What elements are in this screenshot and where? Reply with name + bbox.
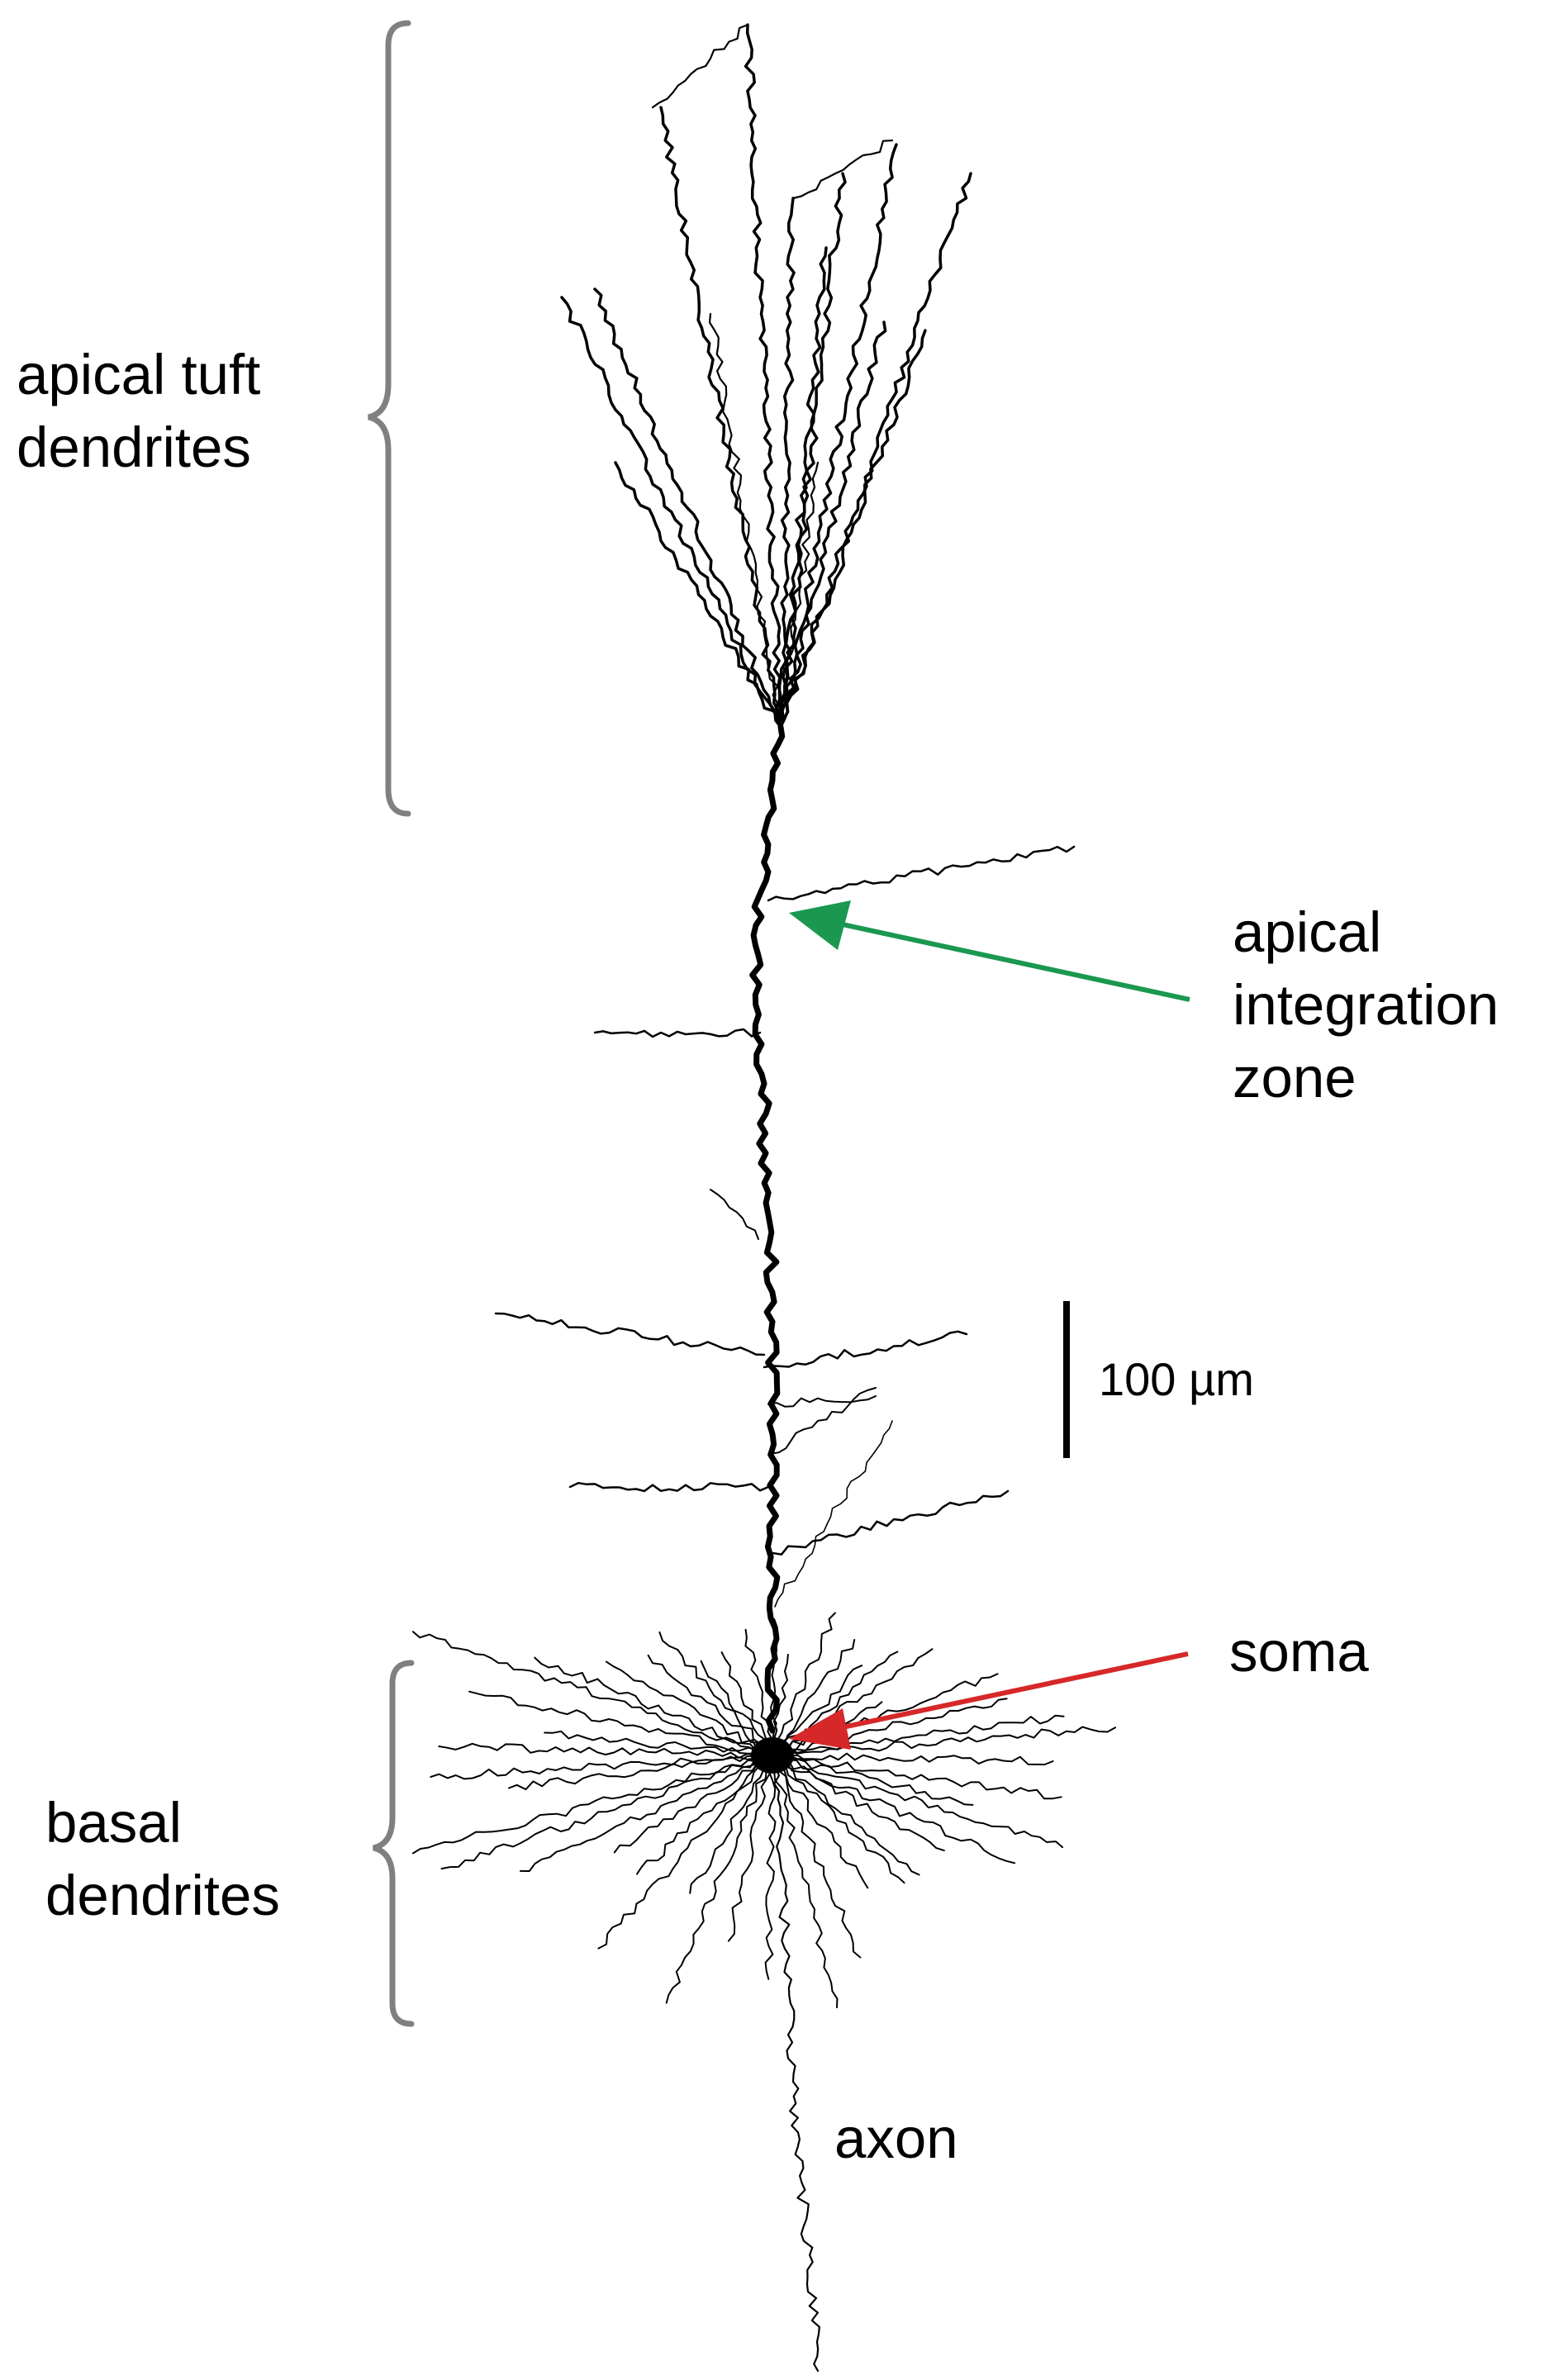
- apical-trunk: [749, 724, 786, 1734]
- basal-branch: [772, 1755, 905, 1884]
- basal-branch: [544, 1730, 773, 1756]
- basal-branch: [412, 1631, 773, 1756]
- basal-branch: [744, 1628, 775, 1756]
- tuft-branch: [775, 197, 796, 729]
- oblique-branch: [771, 1489, 1010, 1556]
- basal-branch: [772, 1755, 839, 2008]
- tuft-branch: [708, 312, 783, 729]
- oblique-branch: [568, 1481, 770, 1493]
- oblique-branch: [774, 1420, 893, 1608]
- basal-branch: [769, 1653, 789, 1756]
- basal-branch: [772, 1755, 945, 1852]
- basal-branch: [412, 1754, 773, 1855]
- basal-branch: [468, 1690, 773, 1756]
- soma-arrow: [789, 1651, 1189, 1750]
- oblique-branch: [494, 1312, 766, 1356]
- oblique-branch: [710, 1189, 759, 1240]
- basal-branch: [772, 1698, 1008, 1756]
- tuft-branch: [779, 329, 927, 729]
- basal-branch: [770, 1617, 778, 1756]
- apical-tuft-bracket: [368, 20, 411, 817]
- basal-branch: [658, 1631, 773, 1756]
- oblique-branch: [763, 1330, 968, 1369]
- basal-branch: [772, 1651, 899, 1756]
- basal-branch: [764, 1755, 777, 1980]
- basal-branch: [597, 1755, 773, 1950]
- basal-branch: [606, 1660, 773, 1756]
- basal-branch: [772, 1754, 1062, 1800]
- basal-branch: [438, 1742, 773, 1759]
- tuft-branch: [614, 461, 782, 729]
- basal-branch: [720, 1651, 773, 1756]
- axon-fiber: [773, 1766, 820, 2373]
- tuft-branch: [779, 321, 887, 729]
- basal-branch: [772, 1753, 1064, 1849]
- basal-dendrites-label: basal dendrites: [45, 1791, 280, 1927]
- apical-integration-arrow: [789, 900, 1190, 1002]
- basal-branch: [700, 1660, 773, 1756]
- tuft-branch: [779, 172, 972, 729]
- basal-branch: [727, 1755, 773, 1942]
- basal-branch: [772, 1755, 920, 1876]
- oblique-branch: [769, 1387, 877, 1455]
- tuft-branch: [777, 246, 828, 729]
- basal-branch: [665, 1755, 773, 2004]
- basal-branch: [772, 1673, 999, 1756]
- basal-branch: [772, 1714, 1065, 1758]
- oblique-branch: [593, 1028, 762, 1038]
- tuft-branch: [659, 106, 782, 729]
- basal-dendrites-bracket: [373, 1660, 415, 2027]
- tuft-branch: [651, 23, 749, 109]
- tuft-branch: [776, 172, 847, 729]
- tuft-branch: [791, 139, 894, 200]
- basal-branch: [772, 1726, 1116, 1760]
- basal-branch: [689, 1755, 773, 1894]
- basal-branch: [636, 1755, 773, 1875]
- tuft-branch: [744, 23, 782, 729]
- basal-branch: [519, 1755, 773, 1872]
- basal-branch: [772, 1612, 836, 1756]
- basal-branch: [772, 1755, 862, 1959]
- tuft-branch: [779, 461, 820, 729]
- scale-bar-label: 100 µm: [1099, 1353, 1254, 1405]
- basal-branch: [534, 1656, 773, 1756]
- basal-branch: [772, 1755, 974, 1806]
- soma-label: soma: [1229, 1620, 1369, 1684]
- basal-branch: [647, 1654, 773, 1756]
- neuron-drawing: [412, 23, 1116, 2373]
- apical-integration-zone-label: apical integration zone: [1233, 900, 1499, 1109]
- basal-branch: [613, 1755, 773, 1854]
- oblique-branch: [767, 845, 1076, 902]
- apical-tuft-label: apical tuft dendrites: [17, 343, 261, 479]
- tuft-branch: [593, 287, 782, 729]
- axon-label: axon: [834, 2107, 958, 2170]
- tuft-branch: [560, 296, 782, 729]
- oblique-branch: [767, 1395, 877, 1408]
- tuft-branch: [779, 143, 898, 729]
- basal-branch: [430, 1755, 773, 1780]
- basal-branch: [772, 1752, 1054, 1765]
